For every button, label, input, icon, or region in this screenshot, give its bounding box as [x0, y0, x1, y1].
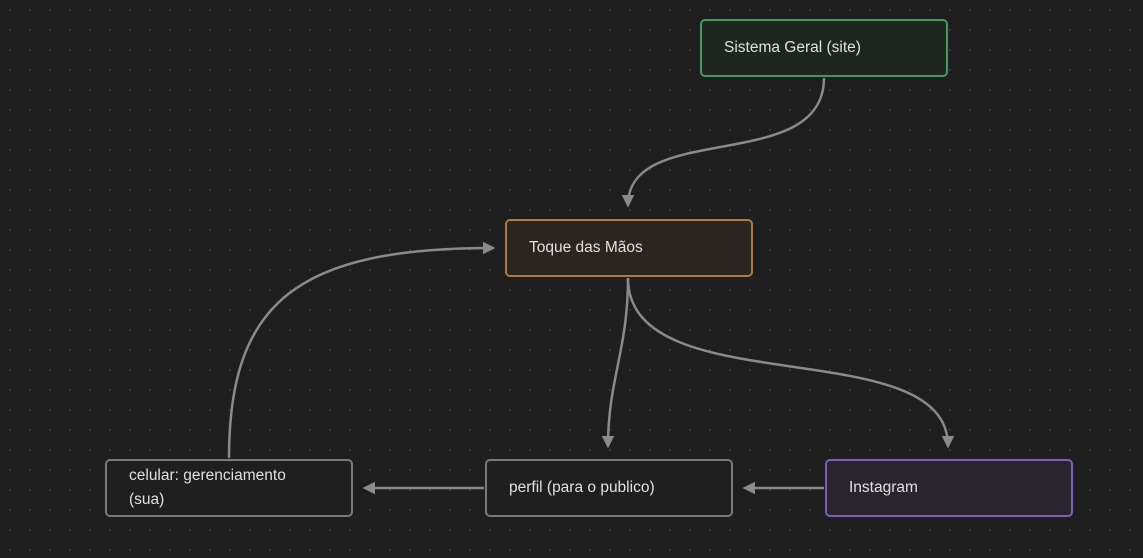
node-toque-das-maos[interactable]: Toque das Mãos [505, 219, 753, 277]
edge-toque-to-instagram [626, 277, 955, 449]
node-celular-label: celular: gerenciamento (sua) [129, 467, 286, 508]
node-sistema-geral-label: Sistema Geral (site) [724, 39, 861, 56]
edge-toque-to-perfil [601, 277, 630, 449]
edge-sistema-to-toque [621, 77, 826, 208]
node-celular[interactable]: celular: gerenciamento (sua) [105, 459, 353, 517]
edge-celular-to-toque [227, 241, 496, 459]
node-toque-das-maos-label: Toque das Mãos [529, 239, 643, 256]
node-perfil[interactable]: perfil (para o publico) [485, 459, 733, 517]
node-instagram-label: Instagram [849, 479, 918, 496]
node-sistema-geral[interactable]: Sistema Geral (site) [700, 19, 948, 77]
node-perfil-label: perfil (para o publico) [509, 479, 655, 496]
node-instagram[interactable]: Instagram [825, 459, 1073, 517]
